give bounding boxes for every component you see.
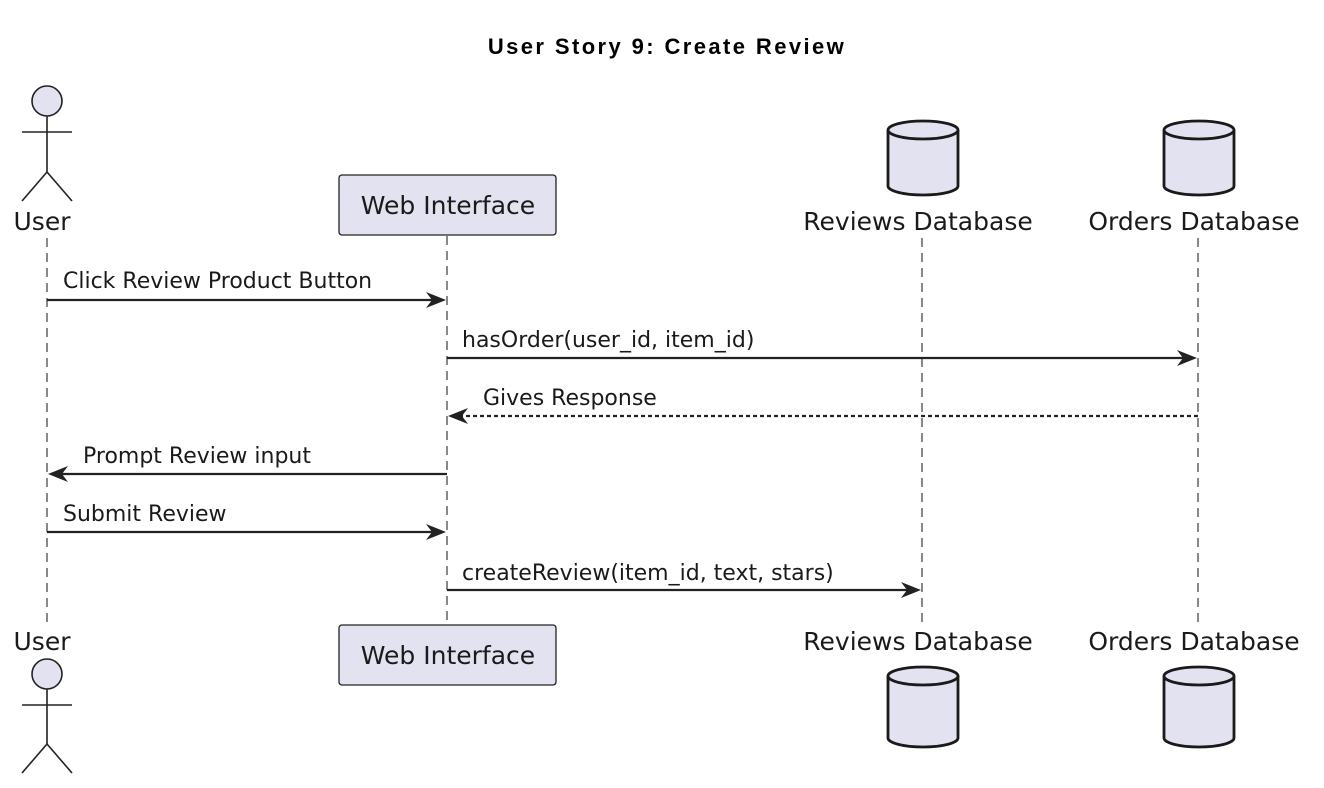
actor-user-top: User	[14, 85, 73, 236]
participant-label-user: User	[14, 627, 72, 656]
message: Click Review Product Button	[47, 269, 446, 308]
participant-label-web-interface: Web Interface	[361, 191, 535, 220]
arrowhead	[901, 582, 921, 598]
participant-web-interface-bottom: Web Interface	[338, 624, 557, 686]
diagram-title: User Story 9: Create Review	[488, 34, 846, 59]
message: Gives Response	[448, 386, 1198, 424]
actor-icon	[21, 658, 73, 774]
message-label: createReview(item_id, text, stars)	[462, 561, 834, 586]
actor-icon	[21, 85, 73, 202]
message-label: Prompt Review input	[83, 444, 311, 469]
participant-box	[338, 174, 557, 236]
participant-orders-database-top: Orders Database	[1088, 119, 1300, 236]
arrowhead	[426, 292, 446, 308]
arrowhead	[448, 408, 468, 424]
message-label: Gives Response	[483, 386, 657, 411]
message: Submit Review	[47, 502, 446, 540]
actor-user-bottom: User	[14, 627, 73, 774]
participant-reviews-database-top: Reviews Database	[803, 119, 1033, 236]
message: createReview(item_id, text, stars)	[447, 561, 921, 598]
message-label: Submit Review	[63, 502, 227, 527]
database-icon	[1162, 665, 1236, 749]
participant-web-interface-top: Web Interface	[338, 174, 557, 236]
participant-label-orders-database: Orders Database	[1088, 627, 1299, 656]
participant-label-orders-database: Orders Database	[1088, 207, 1299, 236]
participant-orders-database-bottom: Orders Database	[1088, 627, 1300, 749]
participant-label-reviews-database: Reviews Database	[803, 627, 1032, 656]
arrowhead	[426, 524, 446, 540]
participant-label-web-interface: Web Interface	[361, 641, 535, 670]
database-icon	[886, 665, 960, 749]
participant-reviews-database-bottom: Reviews Database	[803, 627, 1033, 749]
participant-label-user: User	[14, 207, 72, 236]
message: Prompt Review input	[48, 444, 447, 482]
participant-box	[338, 624, 557, 686]
message-label: hasOrder(user_id, item_id)	[462, 328, 754, 353]
arrowhead	[48, 466, 68, 482]
database-icon	[886, 119, 960, 197]
message: hasOrder(user_id, item_id)	[447, 328, 1197, 366]
participant-label-reviews-database: Reviews Database	[803, 207, 1032, 236]
database-icon	[1162, 119, 1236, 197]
arrowhead	[1177, 350, 1197, 366]
message-label: Click Review Product Button	[63, 269, 372, 294]
